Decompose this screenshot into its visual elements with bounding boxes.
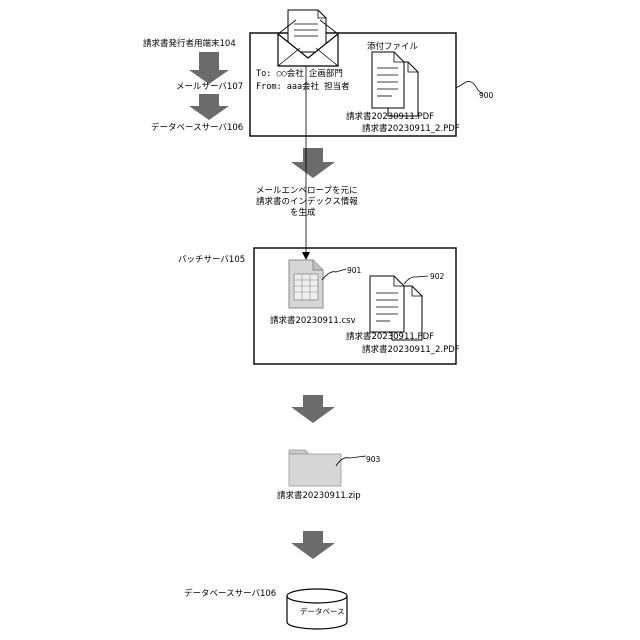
down-arrow-3 xyxy=(291,148,335,178)
zip-file-label: 請求書20230911.zip xyxy=(277,490,361,501)
down-arrow-5 xyxy=(291,531,335,559)
database-label: データベース xyxy=(300,606,345,616)
ref-901: 901 xyxy=(347,266,362,275)
ref-902: 902 xyxy=(430,272,445,281)
terminal-label: 請求書発行者用端末104 xyxy=(143,38,236,49)
db-server-label-bottom: データベースサーバ106 xyxy=(184,588,276,599)
ref-900: 900 xyxy=(479,91,494,100)
attachment-file-1: 請求書20230911.PDF xyxy=(346,111,434,122)
down-arrow-1 xyxy=(189,52,229,84)
to-line: To: ○○会社 企画部門 xyxy=(256,68,343,79)
batch-file-1: 請求書20230911.PDF xyxy=(346,331,434,342)
ref-903: 903 xyxy=(366,455,381,464)
csv-file-label: 請求書20230911.csv xyxy=(270,315,356,326)
attachments-title: 添付ファイル xyxy=(367,41,419,52)
attachment-file-2: 請求書20230911_2.PDF xyxy=(362,123,460,134)
down-arrow-4 xyxy=(291,395,335,423)
process-note-line-3: を生成 xyxy=(290,207,316,218)
process-note-line-2: 請求書のインデックス情報 xyxy=(256,196,358,207)
mail-server-label: メールサーバ107 xyxy=(176,82,243,92)
db-server-label-top: データベースサーバ106 xyxy=(151,122,243,133)
from-line: From: aaa会社 担当者 xyxy=(256,81,350,92)
batch-file-2: 請求書20230911_2.PDF xyxy=(362,344,460,355)
csv-file-icon xyxy=(289,260,323,308)
batch-server-label: バッチサーバ105 xyxy=(178,255,245,265)
process-note-line-1: メールエンベロープを元に xyxy=(256,186,358,196)
zip-folder-icon xyxy=(289,450,341,486)
down-arrow-2 xyxy=(189,94,229,120)
